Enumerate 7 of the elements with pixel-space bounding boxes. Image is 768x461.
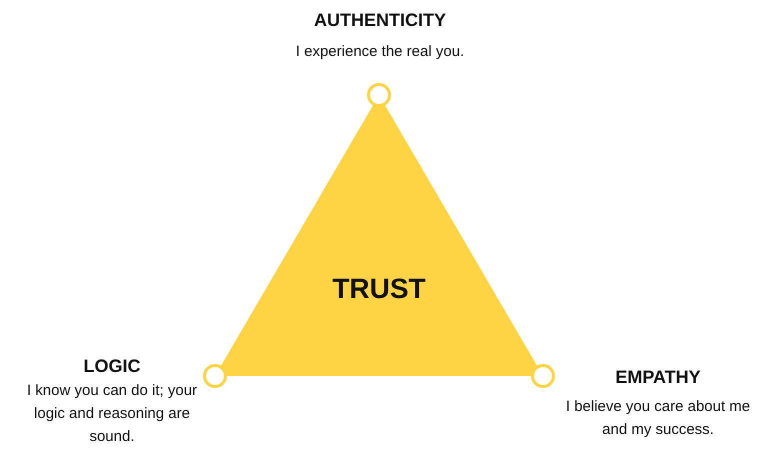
- center-label: TRUST: [331, 273, 427, 305]
- heading: AUTHENTICITY: [313, 10, 447, 31]
- description: I know you can do it; your logic and reasoning are sound.: [26, 381, 198, 447]
- heading: EMPATHY: [614, 367, 702, 388]
- heading: LOGIC: [82, 356, 142, 377]
- description: I experience the real you.: [294, 42, 466, 62]
- description: I believe you care about me and my success.: [564, 397, 752, 440]
